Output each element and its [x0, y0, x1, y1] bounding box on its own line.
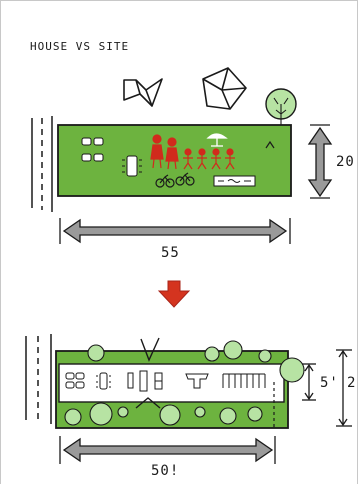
top-length-dimension — [59, 218, 291, 244]
top-depth-label: 20 — [336, 154, 355, 170]
bottom-length-label: 50! — [151, 463, 180, 479]
frame-left-border — [0, 0, 1, 484]
folded-roof-icon — [123, 78, 163, 107]
sketch-title: HOUSE VS SITE — [30, 40, 130, 53]
bottom-outer-depth-label: 2 — [347, 375, 357, 391]
bench-icon — [213, 175, 256, 187]
interior-furniture-icons — [65, 370, 266, 392]
cube-icon — [202, 67, 247, 110]
top-length-label: 55 — [161, 245, 180, 261]
bottom-inner-depth-label: 5' — [320, 375, 339, 391]
people-icon — [150, 134, 235, 170]
top-road-lines — [31, 116, 53, 212]
bottom-trees — [64, 340, 305, 426]
picnic-table-icon — [81, 137, 142, 177]
frame-top-border — [0, 0, 358, 1]
bicycle-icon — [155, 172, 195, 188]
roof-fold-lines — [135, 337, 161, 409]
bottom-length-dimension — [59, 436, 276, 464]
bottom-house-footprint — [58, 363, 285, 403]
tree-icon — [265, 88, 297, 125]
umbrella-table-icon — [206, 133, 228, 147]
bottom-inner-depth-dimension — [302, 363, 316, 401]
down-arrow-icon — [157, 280, 191, 308]
bottom-road-lines — [25, 334, 52, 424]
top-depth-dimension — [307, 124, 333, 199]
bottom-outer-depth-dimension — [336, 349, 352, 427]
shrub-icon — [265, 140, 275, 149]
